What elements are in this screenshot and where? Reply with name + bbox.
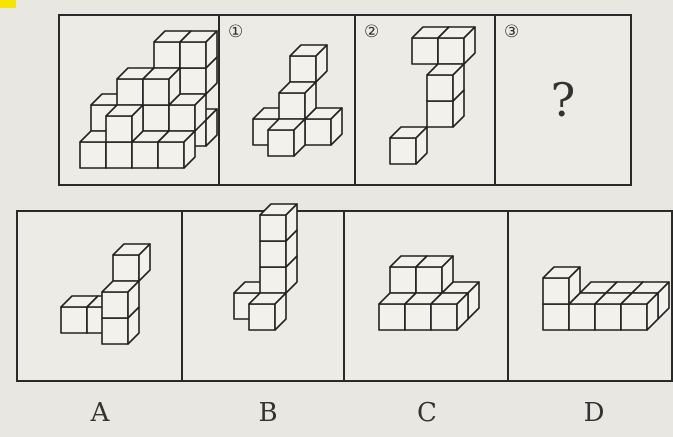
option-d-label: D [574,398,614,428]
piece-2-cube-icon [356,16,496,188]
option-c-cube-icon [345,212,509,384]
question-mark: ? [551,73,576,127]
option-c-cell[interactable] [345,212,509,380]
piece-3-number: ③ [504,22,519,42]
question-panel: ① ② ③ ? [58,14,632,186]
piece-1-cell: ① [220,16,356,184]
highlight-mark [0,0,16,8]
option-b-cube-icon [183,212,345,384]
piece-2-cell: ② [356,16,496,184]
answer-panel [16,210,673,382]
option-c-label: C [407,398,447,428]
option-b-cell[interactable] [183,212,345,380]
full-cube-stack-icon [60,16,220,188]
option-a-label: A [80,398,120,428]
piece-1-cube-icon [220,16,356,188]
option-d-cell[interactable] [509,212,671,380]
option-a-cell[interactable] [18,212,183,380]
option-b-label: B [248,398,288,428]
option-a-cube-icon [18,212,183,384]
piece-3-cell: ③ ? [496,16,630,184]
option-d-cube-icon [509,212,671,384]
full-solid-cell [60,16,220,184]
